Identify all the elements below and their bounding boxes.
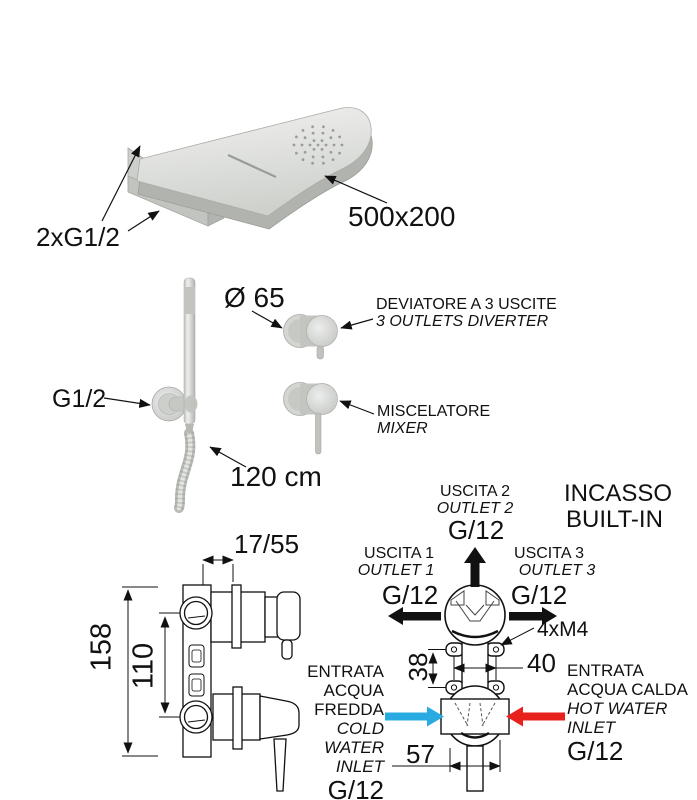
cold-inlet-it-1: ENTRATA: [307, 662, 384, 681]
outlet2-arrow: [464, 547, 486, 587]
leader-mixer: [339, 400, 375, 415]
outlet2-label-it: USCITA 2: [440, 483, 510, 500]
cold-inlet-en-2: WATER: [324, 738, 384, 757]
leader-connection-2: [127, 210, 160, 232]
outlet3-label-en: OUTLET 3: [518, 562, 596, 579]
outlet1-label-en: OUTLET 1: [357, 562, 435, 579]
handshower-render: [151, 277, 198, 513]
leader-diverter: [340, 318, 374, 330]
diverter-front: [444, 584, 506, 646]
outlet3-thread-label: G/12: [510, 580, 568, 610]
cold-inlet-en-3: INLET: [335, 757, 384, 776]
mixer-body-side: [179, 686, 300, 792]
waterfall-slot: [227, 154, 277, 178]
hose-length-label: 120 cm: [230, 461, 322, 492]
cold-inlet-en-1: COLD: [336, 719, 384, 738]
mixer-front: [440, 685, 510, 792]
shower-head-render: [127, 107, 373, 230]
leader-hose-length: [209, 446, 247, 468]
dim-158: [122, 586, 158, 757]
dim-57: [392, 740, 501, 772]
handshower-spray-band: [184, 287, 195, 314]
head-size-label: 500x200: [348, 201, 456, 232]
hot-inlet-thread-label: G/12: [567, 736, 624, 766]
mixer-label-en: MIXER: [377, 420, 428, 437]
outlet3-arrow: [509, 607, 557, 625]
hot-inlet-en-2: INLET: [567, 718, 616, 737]
dim-110: [159, 612, 180, 718]
cold-water-arrow: [385, 706, 444, 727]
outlet1-label-it: USCITA 1: [364, 545, 434, 562]
dim-depth-label: 17/55: [234, 529, 300, 559]
diverter-label-it: DEVIATORE A 3 USCITE: [376, 296, 557, 313]
cold-inlet-thread-label: G/12: [327, 775, 384, 800]
label-leader-arrows: [101, 145, 388, 468]
head-connections-label: 2xG1/2: [36, 222, 120, 252]
mixer-knob-render: [283, 382, 338, 455]
leader-knob-diameter: [251, 310, 283, 329]
leader-connection-1: [101, 145, 141, 222]
mixer-label-it: MISCELATORE: [377, 403, 491, 420]
leader-head-size: [324, 175, 388, 204]
outlet3-label-it: USCITA 3: [514, 545, 584, 562]
handle-cone: [185, 424, 194, 433]
builtin-title-it: INCASSO: [564, 480, 673, 507]
dim-57-label: 57: [406, 739, 435, 769]
outlet2-thread-label: G/12: [447, 515, 505, 545]
hot-water-arrow: [506, 706, 565, 727]
front-view-drawing: [385, 547, 565, 792]
outlet1-thread-label: G/12: [381, 580, 439, 610]
dim-38-label: 38: [403, 652, 433, 682]
leader-screws: [500, 627, 535, 646]
dim-centers-label: 110: [127, 642, 160, 690]
dim-38: [428, 649, 446, 688]
dim-height-label: 158: [85, 622, 118, 672]
dim-40-label: 40: [527, 648, 556, 678]
holder-clamp: [184, 395, 198, 413]
outlet1-arrow: [388, 607, 441, 625]
bottom-pipe: [466, 745, 484, 792]
cold-inlet-it-3: FREDDA: [314, 700, 384, 719]
hot-inlet-en-1: HOT WATER: [567, 699, 668, 718]
side-view-drawing: [122, 555, 301, 792]
cold-inlet-it-2: ACQUA: [323, 681, 384, 700]
dim-40: [453, 656, 523, 680]
knob-diameter-label: Ø 65: [224, 282, 285, 313]
head-top-face: [136, 107, 372, 217]
handset-thread-label: G1/2: [52, 385, 107, 413]
outlet2-label-en: OUTLET 2: [436, 500, 514, 517]
dim-17-55: [202, 555, 234, 585]
hot-inlet-it-1: ENTRATA: [567, 661, 644, 680]
diverter-knob-render: [283, 314, 338, 360]
screws-label: 4xM4: [537, 618, 589, 641]
builtin-title-en: BUILT-IN: [566, 506, 663, 533]
diverter-label-en: 3 OUTLETS DIVERTER: [376, 313, 549, 330]
leader-handset-thread: [103, 397, 151, 408]
spray-dots: [292, 125, 344, 165]
shower-hose: [174, 428, 196, 513]
diverter-body-side: [179, 584, 301, 660]
hot-inlet-it-2: ACQUA CALDA: [567, 680, 688, 699]
